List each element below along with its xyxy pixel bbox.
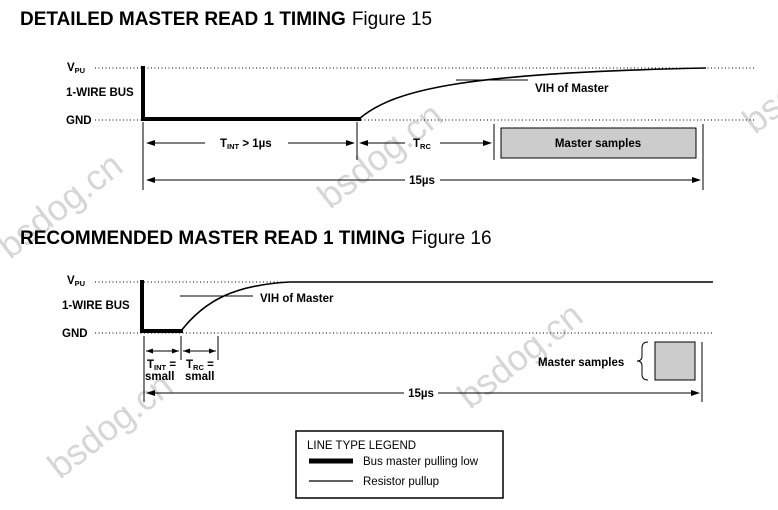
master-samples-brace (636, 341, 649, 381)
vih-label: VIH of Master (260, 293, 334, 305)
tint-dimension: TINT = small (145, 348, 179, 383)
bus-label: 1-WIRE BUS (66, 87, 134, 99)
legend-item-label: Resistor pullup (363, 476, 439, 488)
bus-label: 1-WIRE BUS (62, 300, 130, 312)
bus-master-pulling-low (141, 66, 361, 121)
gnd-label: GND (66, 115, 92, 127)
master-samples-window (654, 341, 696, 381)
legend-item-label: Bus master pulling low (363, 456, 479, 468)
master-samples-window (500, 127, 697, 159)
span-dimension: 15µs (146, 388, 700, 400)
gnd-label: GND (62, 328, 88, 340)
watermark-text: bsdog.cn (310, 94, 450, 216)
watermark-text: bsdog.cn (450, 294, 590, 416)
tint-value: small (145, 371, 174, 383)
line-type-legend: LINE TYPE LEGEND Bus master pulling low … (295, 430, 504, 499)
master-samples-label: Master samples (538, 357, 624, 369)
vpu-label: VPU (67, 62, 85, 75)
span-label: 15µs (409, 175, 435, 187)
trc-dimension: TRC = small (183, 348, 216, 383)
tint-dimension: TINT > 1µs (146, 138, 355, 151)
trc-label: TRC = (186, 359, 214, 372)
span-label: 15µs (408, 388, 434, 400)
tint-label: TINT > 1µs (220, 138, 272, 151)
span-dimension: 15µs (146, 175, 701, 187)
bus-master-pulling-low (140, 280, 183, 333)
legend-box (295, 430, 504, 499)
trc-dimension: TRC (359, 138, 492, 151)
master-samples-label: Master samples (555, 138, 641, 150)
resistor-pullup-curve (180, 281, 713, 332)
trc-value: small (185, 371, 214, 383)
resistor-pullup-curve (358, 67, 707, 120)
vpu-label: VPU (67, 275, 85, 288)
legend-title: LINE TYPE LEGEND (307, 440, 416, 452)
watermark-text: bsdog.cn (735, 19, 778, 141)
tint-label: TINT = (147, 359, 176, 372)
vih-label: VIH of Master (535, 83, 609, 95)
trc-label: TRC (413, 138, 431, 151)
